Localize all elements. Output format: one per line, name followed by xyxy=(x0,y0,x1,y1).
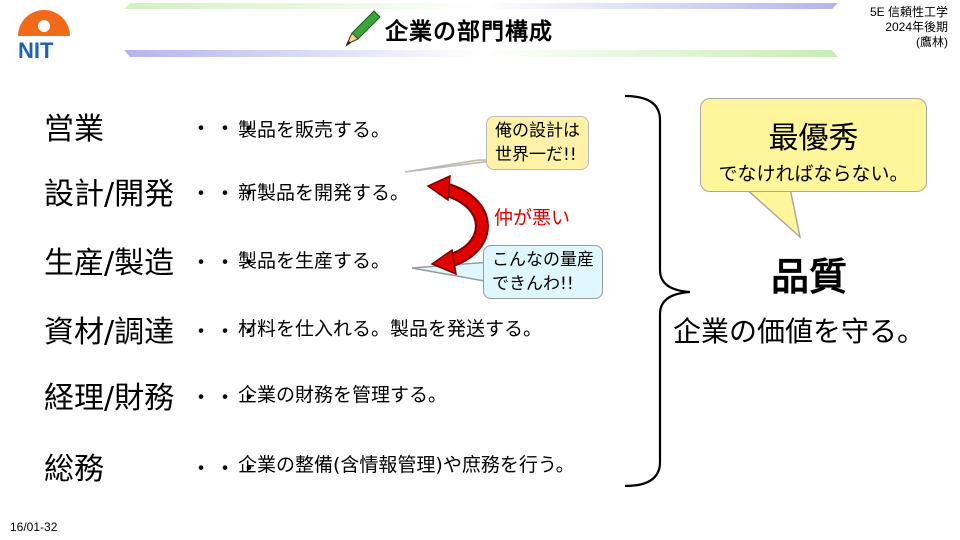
dept-procurement-dots: ・・・ xyxy=(190,320,263,345)
title-bottom-bar xyxy=(124,50,838,57)
curly-brace xyxy=(624,94,691,488)
dept-sales-desc: 製品を販売する。 xyxy=(238,119,391,141)
conflict-label: 仲が悪い xyxy=(494,207,571,229)
dept-procurement-desc: 材料を仕入れる。製品を発送する。 xyxy=(238,318,543,340)
page-number: 16/01-32 xyxy=(10,520,58,534)
dept-procurement-name: 資材/調達 xyxy=(44,315,175,350)
conflict-arrow-icon xyxy=(426,174,489,276)
dept-design-dots: ・・・ xyxy=(190,182,263,207)
course-name: 5E 信頼性工学 xyxy=(869,5,948,19)
production-speech-bubble: こんなの量産 できんわ!! xyxy=(483,245,603,299)
production-bubble-line1: こんなの量産 xyxy=(492,250,594,270)
production-bubble-line2: できんわ!! xyxy=(492,274,574,294)
callout-tail xyxy=(743,187,802,240)
callout-big-text: 最優秀 xyxy=(768,121,859,156)
dept-production-name: 生産/製造 xyxy=(44,246,175,281)
quality-heading: 品質 xyxy=(770,255,847,299)
dept-production-dots: ・・・ xyxy=(190,251,263,276)
dept-design-name: 設計/開発 xyxy=(44,177,175,212)
course-instructor: (鷹林) xyxy=(916,35,948,49)
design-bubble-line1: 俺の設計は xyxy=(495,121,580,141)
dept-general-name: 総務 xyxy=(44,452,104,487)
dept-design-desc: 新製品を開発する。 xyxy=(238,182,410,204)
page-title: 企業の部門構成 xyxy=(385,19,553,45)
design-bubble-line2: 世界一だ!! xyxy=(495,145,577,165)
nit-logo-icon: NIT xyxy=(18,10,70,63)
design-speech-bubble: 俺の設計は 世界一だ!! xyxy=(486,116,589,170)
value-statement: 企業の価値を守る。 xyxy=(673,315,926,348)
dept-finance-dots: ・・・ xyxy=(190,386,263,411)
dept-sales-name: 営業 xyxy=(44,112,104,147)
callout-small-text: でなければならない。 xyxy=(718,163,909,185)
dept-sales-dots: ・・・ xyxy=(190,117,263,142)
dept-finance-name: 経理/財務 xyxy=(44,381,175,416)
title-top-bar xyxy=(124,3,838,9)
pencil-icon xyxy=(345,10,381,47)
course-term: 2024年後期 xyxy=(885,20,948,34)
dept-general-desc: 企業の整備(含情報管理)や庶務を行う。 xyxy=(238,454,575,476)
dept-finance-desc: 企業の財務を管理する。 xyxy=(238,384,448,406)
svg-text:NIT: NIT xyxy=(18,38,54,63)
dept-production-desc: 製品を生産する。 xyxy=(238,250,391,272)
dept-general-dots: ・・・ xyxy=(190,457,263,482)
course-info: 5E 信頼性工学 2024年後期 (鷹林) xyxy=(870,5,948,50)
excellence-callout: 最優秀 でなければならない。 xyxy=(700,98,927,192)
